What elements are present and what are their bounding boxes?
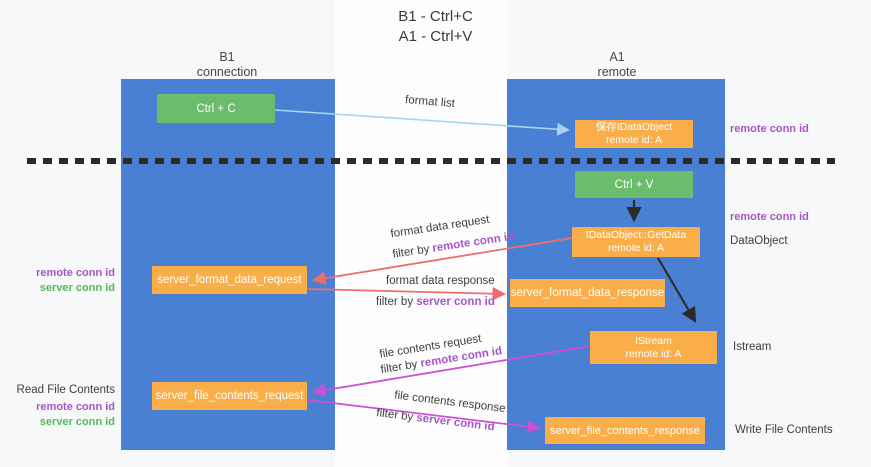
node-getdata-line1: IDataObject::GetData [585, 229, 687, 241]
diagram-title: B1 - Ctrl+C A1 - Ctrl+V [0, 7, 871, 47]
edge-label-format-data-response: format data response [386, 275, 495, 287]
node-server-file-contents-request: server_file_contents_request [152, 382, 307, 410]
server-conn-id-key: server conn id [416, 296, 495, 308]
node-ctrl-v: Ctrl + V [575, 171, 693, 198]
left-label-read-file-contents: Read File Contents [16, 384, 115, 396]
node-server-format-data-response: server_format_data_response [510, 279, 665, 307]
node-server-format-data-request: server_format_data_request [152, 266, 307, 294]
node-getdata-line2: remote id: A [607, 242, 664, 254]
column-header-b1: B1 connection [147, 50, 307, 80]
right-label-write-file-contents: Write File Contents [735, 424, 833, 436]
node-file-response-label: server_file_contents_response [550, 424, 700, 437]
left-label-conn-ids-bottom: remote conn id server conn id [8, 400, 115, 430]
node-getdata-text: IDataObject::GetData remote id: A [586, 229, 686, 255]
node-save-idataobject: 保存IDataObject remote id: A [575, 120, 693, 148]
node-istream-line1: IStream [635, 334, 672, 347]
node-ctrl-v-label: Ctrl + V [614, 178, 654, 191]
left-remote-conn-id: remote conn id [36, 401, 115, 413]
left-label-conn-ids-mid: remote conn id server conn id [8, 266, 115, 296]
node-file-request-label: server_file_contents_request [155, 390, 304, 402]
right-label-dataobject: DataObject [730, 235, 788, 247]
left-remote-conn-id: remote conn id [36, 267, 115, 279]
node-ctrl-c-label: Ctrl + C [196, 102, 236, 115]
edge-label-format-data-response-filter: filter by server conn id [376, 296, 495, 308]
node-save-idataobject-text: 保存IDataObject remote id: A [596, 121, 672, 147]
node-istream-text: IStream remote id: A [625, 335, 681, 361]
left-server-conn-id: server conn id [39, 416, 115, 428]
right-label-remote-conn-id-top: remote conn id [730, 123, 809, 135]
title-line-b1: B1 - Ctrl+C [398, 8, 473, 25]
left-server-conn-id: server conn id [39, 282, 115, 294]
node-format-response-label: server_format_data_response [510, 287, 665, 299]
column-b1-role: connection [196, 65, 258, 79]
node-istream: IStream remote id: A [590, 331, 717, 364]
right-label-remote-conn-id-mid: remote conn id [730, 211, 809, 223]
title-line-a1: A1 - Ctrl+V [398, 28, 473, 45]
column-header-a1: A1 remote [537, 50, 697, 80]
column-b1-name: B1 [219, 50, 235, 64]
right-label-istream: Istream [733, 341, 772, 353]
node-save-line2: remote id: A [605, 134, 662, 146]
node-istream-line2: remote id: A [625, 347, 682, 360]
node-format-request-label: server_format_data_request [157, 274, 302, 286]
node-ctrl-c: Ctrl + C [157, 94, 275, 123]
node-save-line1: 保存IDataObject [595, 121, 673, 133]
column-a1-name: A1 [609, 50, 625, 64]
filter-by-text: filter by [376, 296, 417, 308]
node-server-file-contents-response: server_file_contents_response [545, 417, 705, 444]
column-a1-role: remote [597, 65, 637, 79]
node-idataobject-getdata: IDataObject::GetData remote id: A [572, 227, 700, 257]
